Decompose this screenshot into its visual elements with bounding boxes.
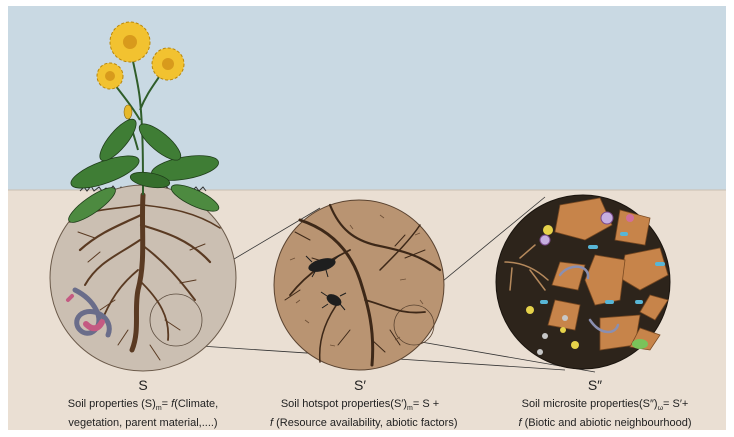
symbol-text: S (138, 377, 147, 393)
panel-caption-s-prime: Soil hotspot properties(S′)m= S + f (Res… (270, 397, 450, 430)
caption-line-2: f (Resource availability, abiotic factor… (270, 416, 450, 430)
caption-text: (Resource availability, abiotic factors) (276, 417, 457, 429)
protist (632, 339, 648, 349)
caption-equals: = S′+ (663, 398, 688, 410)
flower-center (162, 58, 174, 70)
earthworm-tail (68, 296, 72, 300)
caption-equals: = (162, 398, 171, 410)
caption-equals: = S + (413, 398, 439, 410)
caption-function: f (270, 417, 273, 429)
caption-line-1: Soil properties (S)m= f(Climate, (58, 397, 228, 416)
panel-symbol-s-double-prime: S″ (570, 377, 620, 393)
flower-bud (124, 105, 132, 119)
caption-text: Soil microsite properties(S″) (522, 398, 658, 410)
caption-text: Soil properties (S) (68, 398, 156, 410)
flower-center (105, 71, 115, 81)
caption-line-2: f (Biotic and abiotic neighbourhood) (510, 416, 700, 430)
panel-symbol-s-prime: S′ (335, 377, 385, 393)
caption-function: f (518, 417, 521, 429)
panel-symbol-s: S (118, 377, 168, 393)
caption-text: (Biotic and abiotic neighbourhood) (525, 417, 692, 429)
caption-line-2: vegetation, parent material,....) (58, 416, 228, 430)
symbol-text: S′ (354, 377, 366, 393)
caption-text: Soil hotspot properties(S′) (281, 398, 407, 410)
flower-center (123, 35, 137, 49)
symbol-text: S″ (588, 377, 602, 393)
caption-text: (Climate, (174, 398, 218, 410)
panel-caption-s-double-prime: Soil microsite properties(S″)ω= S′+ f (B… (510, 397, 700, 430)
panel-caption-s: Soil properties (S)m= f(Climate, vegetat… (58, 397, 228, 430)
caption-line-1: Soil hotspot properties(S′)m= S + (270, 397, 450, 416)
caption-line-1: Soil microsite properties(S″)ω= S′+ (510, 397, 700, 416)
